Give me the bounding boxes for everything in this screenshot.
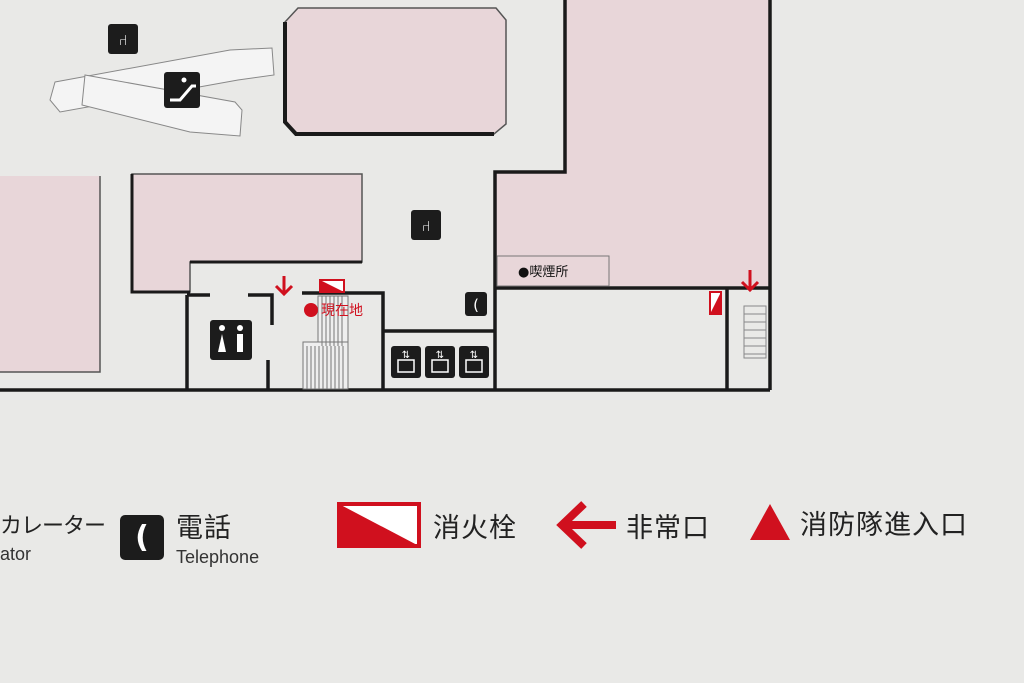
legend-fire-hydrant: 消火栓 bbox=[337, 502, 517, 548]
legend-escalator: カレーター ator bbox=[0, 508, 106, 565]
room-middle-left bbox=[131, 173, 363, 293]
legend-fire-brigade-entry: 消防隊進入口 bbox=[748, 502, 968, 542]
svg-text:⑁: ⑁ bbox=[118, 31, 127, 49]
escalator-drawing bbox=[49, 47, 275, 137]
elevator-icon: ⇅ bbox=[459, 346, 489, 378]
smoking-room bbox=[496, 255, 610, 287]
fire-hydrant-icon bbox=[319, 279, 345, 293]
svg-text:⇅: ⇅ bbox=[436, 350, 444, 361]
emergency-exit-arrow-icon bbox=[556, 501, 616, 549]
legend-telephone-en: Telephone bbox=[176, 547, 260, 567]
legend-fire-hydrant-jp: 消火栓 bbox=[433, 512, 517, 544]
svg-text:⇅: ⇅ bbox=[402, 350, 410, 361]
fire-brigade-entry-triangle-icon bbox=[750, 504, 790, 540]
telephone-icon: ( bbox=[465, 292, 487, 316]
waiting-area-icon: ⑁ bbox=[411, 210, 441, 240]
legend-fire-brigade-entry-jp: 消防隊進入口 bbox=[800, 509, 968, 541]
fire-hydrant-icon bbox=[337, 502, 421, 548]
elevator-icon: ⇅ bbox=[391, 346, 421, 378]
legend-telephone-jp: 電話 bbox=[176, 513, 232, 544]
room-top-center bbox=[284, 7, 507, 135]
current-location-label: 現在地 bbox=[321, 303, 363, 319]
legend-emergency-exit-jp: 非常口 bbox=[626, 512, 710, 544]
telephone-icon: ( bbox=[120, 514, 164, 560]
svg-text:⑁: ⑁ bbox=[421, 217, 430, 235]
svg-text:⇅: ⇅ bbox=[470, 350, 478, 361]
stairs-right-icon bbox=[743, 305, 767, 359]
waiting-area-icon: ⑁ bbox=[108, 24, 138, 54]
room-left bbox=[0, 176, 100, 372]
current-location-marker bbox=[304, 303, 318, 317]
room-right-large bbox=[495, 0, 770, 286]
legend-emergency-exit: 非常口 bbox=[556, 500, 710, 550]
restroom-icon bbox=[210, 320, 252, 360]
elevator-icon: ⇅ bbox=[425, 346, 455, 378]
emergency-exit-arrow-icon bbox=[274, 276, 294, 297]
legend-telephone: ( 電話 Telephone bbox=[120, 506, 259, 568]
legend-escalator-jp: カレーター bbox=[0, 514, 106, 539]
fire-hydrant-icon bbox=[709, 291, 722, 315]
stairs-icon bbox=[302, 295, 349, 390]
svg-text:(: ( bbox=[473, 296, 479, 314]
escalator-icon bbox=[164, 72, 200, 108]
legend-escalator-en: ator bbox=[0, 544, 32, 564]
smoking-area-label: ●喫煙所 bbox=[518, 265, 568, 280]
emergency-exit-arrow-icon bbox=[740, 270, 760, 293]
